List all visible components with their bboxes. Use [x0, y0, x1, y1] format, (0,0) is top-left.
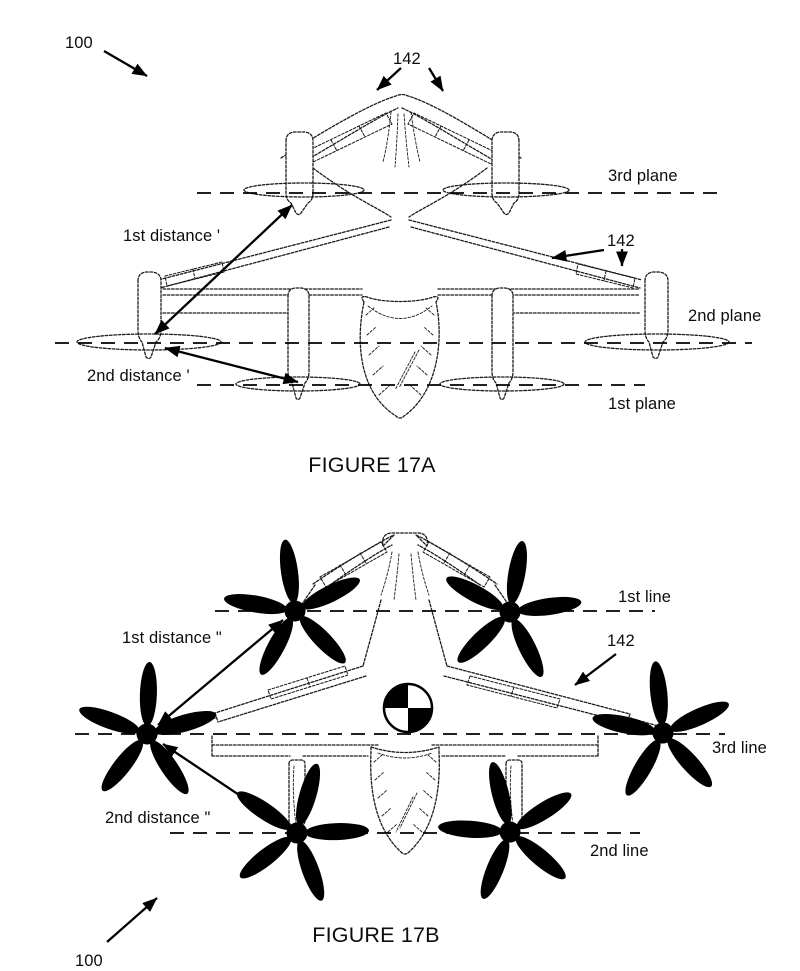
- leader-arrow-142-top-right: [428, 67, 444, 92]
- figure-17a-caption: FIGURE 17A: [308, 453, 436, 477]
- center-of-gravity-icon: [382, 682, 434, 734]
- mid-wing: [157, 219, 643, 289]
- upper-wing: [280, 93, 522, 168]
- ref-label-1st-line: 1st line: [618, 588, 671, 606]
- ref-label-142-b: 142: [607, 632, 635, 650]
- dimension-arrow-2nd-distance-b: [162, 743, 288, 828]
- leader-arrow-100: [103, 50, 148, 77]
- propeller-outer-left: [73, 659, 221, 800]
- ref-label-1st-distance: 1st distance ': [123, 227, 220, 245]
- ref-label-142-top: 142: [393, 50, 421, 68]
- fuselage-top-view: [370, 746, 440, 855]
- leader-arrow-100-b: [106, 897, 158, 943]
- propeller-disc: [584, 333, 730, 351]
- upper-left-nacelle: [285, 131, 314, 216]
- fuselage: [359, 295, 440, 419]
- propeller-disc: [439, 376, 565, 392]
- propeller-outer-right: [584, 653, 741, 804]
- ref-label-3rd-line: 3rd line: [712, 739, 767, 757]
- ref-label-142-side: 142: [607, 232, 635, 250]
- ref-label-3rd-plane: 3rd plane: [608, 167, 678, 185]
- propeller-upper-left: [214, 529, 375, 684]
- dimension-arrow-1st-distance: [154, 204, 293, 335]
- outer-right-nacelle: [644, 271, 669, 360]
- figure-17b-caption: FIGURE 17B: [312, 923, 439, 947]
- leader-arrow-142-top-left: [376, 67, 402, 91]
- propeller-disc: [76, 333, 222, 351]
- aircraft-front-view: [76, 93, 730, 419]
- upper-right-nacelle: [491, 131, 520, 216]
- dimension-arrow-1st-distance-b: [157, 619, 284, 726]
- ref-label-2nd-distance-b: 2nd distance ": [105, 809, 210, 827]
- ref-label-2nd-distance: 2nd distance ': [87, 367, 190, 385]
- leader-arrow-142-b: [574, 653, 617, 686]
- dimension-arrow-2nd-distance: [164, 345, 299, 385]
- propeller-disc: [442, 182, 570, 198]
- ref-label-1st-plane: 1st plane: [608, 395, 676, 413]
- ref-label-1st-distance-b: 1st distance ": [122, 629, 222, 647]
- propeller-upper-right: [428, 528, 593, 687]
- ref-label-2nd-plane: 2nd plane: [688, 307, 761, 325]
- leader-arrow-142-side: [551, 248, 605, 262]
- ref-label-100-b: 100: [75, 952, 103, 970]
- outer-left-nacelle: [137, 271, 162, 360]
- ref-label-100: 100: [65, 34, 93, 52]
- ref-label-2nd-line: 2nd line: [590, 842, 649, 860]
- propeller-disc: [243, 182, 365, 198]
